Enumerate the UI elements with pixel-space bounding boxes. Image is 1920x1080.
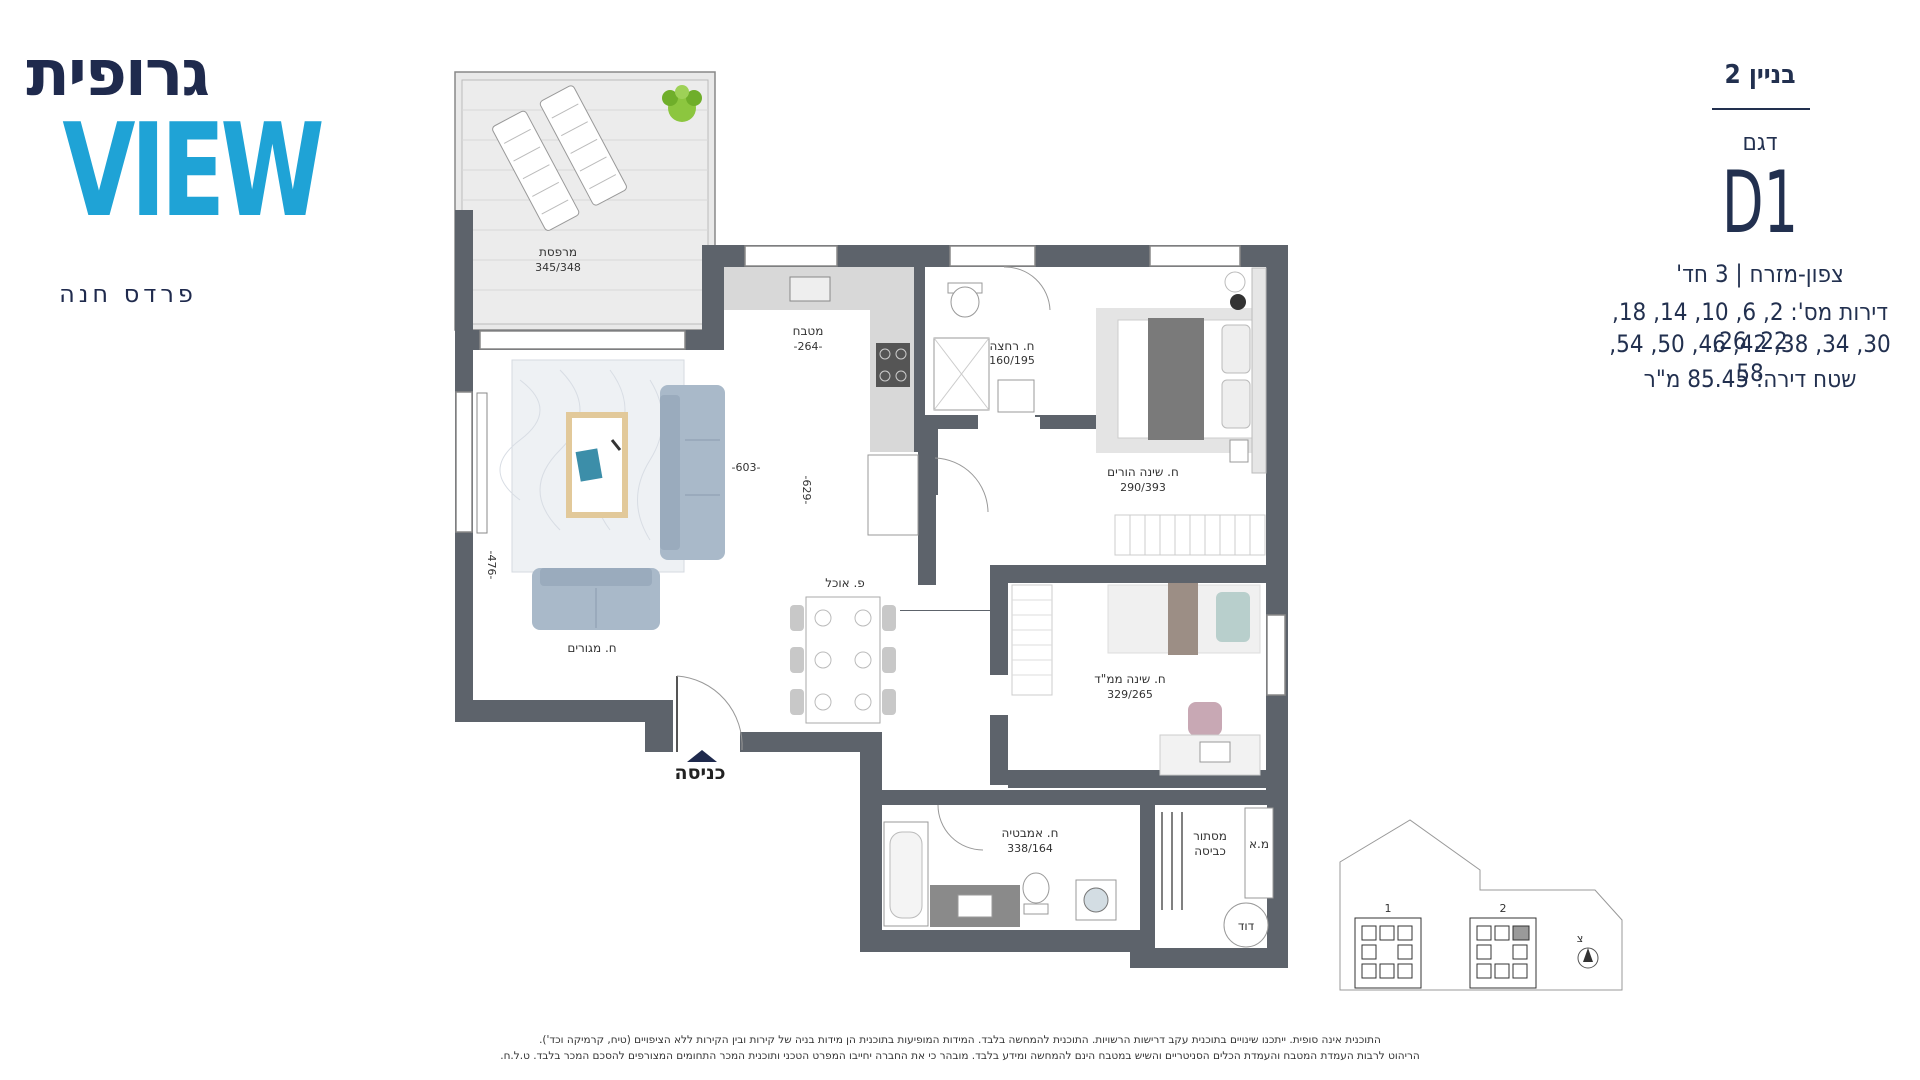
windows xyxy=(455,245,1286,696)
bathroom: ח. אמבטיה 338/164 xyxy=(882,804,1140,930)
shower-label: ח. רחצה xyxy=(989,339,1034,353)
logo-hebrew: גרופית xyxy=(26,37,210,111)
balcony: מרפסת 345/348 xyxy=(454,71,716,331)
dim-living-depth: -476- xyxy=(485,551,498,580)
safe-room-label: ח. שינה ממ"ד xyxy=(1094,672,1165,686)
building-label: בניין 2 xyxy=(1724,60,1796,90)
building-1-plan xyxy=(1354,917,1422,989)
apartment-area: שטח דירה: 85.45 מ"ר xyxy=(1643,365,1857,393)
toilet-icon xyxy=(1022,872,1050,915)
disclaimer-line-1: התוכנית אינה סופית. ייתכנו שינויים בתוכנ… xyxy=(539,1034,1381,1046)
tv-unit xyxy=(476,392,488,534)
coffee-table-icon xyxy=(566,412,628,518)
balcony-label: מרפסת xyxy=(539,245,577,259)
laundry-label-1: מסתור xyxy=(1193,829,1227,843)
safe-room-bedroom: ח. שינה ממ"ד 329/265 xyxy=(1011,583,1261,776)
apartments-line-1: דירות מס': 2, 6, 10, 14, 18, 22, 26, xyxy=(1611,298,1889,355)
entrance-door xyxy=(676,675,743,752)
bath-dims: 338/164 xyxy=(1007,842,1053,855)
key-plan: 1 2 צ xyxy=(1339,819,1623,991)
toilet-icon xyxy=(947,282,983,318)
master-dims: 290/393 xyxy=(1120,481,1166,494)
dining-label: פ. אוכל xyxy=(825,576,865,590)
keyplan-north: צ xyxy=(1577,932,1584,945)
boiler-label: דוד xyxy=(1238,919,1255,933)
kitchen-counter xyxy=(724,267,919,536)
ma-label: מ.א xyxy=(1249,837,1269,851)
shower-dims: 160/195 xyxy=(989,354,1035,367)
model-code: D1 xyxy=(1721,153,1799,253)
laundry-label-2: כביסה xyxy=(1194,844,1226,858)
kitchen-label: מטבח xyxy=(793,324,824,338)
building-2-plan xyxy=(1469,917,1537,989)
disclaimer-line-2: הריהוט לרבות העמדת המטבח והעמדת הכלים הס… xyxy=(500,1050,1420,1063)
living-room: ח. מגורים xyxy=(476,359,725,655)
info-divider xyxy=(1712,108,1810,110)
sofa-icon xyxy=(660,385,725,560)
dim-hall-depth: -629- xyxy=(800,476,813,505)
balcony-dims: 345/348 xyxy=(535,261,581,274)
master-bedroom: ח. שינה הורים 290/393 xyxy=(934,267,1267,556)
washing-machine-icon xyxy=(1075,879,1117,921)
model-label: דגם xyxy=(1742,128,1778,156)
safe-room-dims: 329/265 xyxy=(1107,688,1153,701)
chair-icon xyxy=(1188,702,1222,736)
shower-room: ח. רחצה 160/195 xyxy=(933,266,1053,415)
laundry-area: מסתור כביסה מ.א דוד xyxy=(1155,805,1274,948)
apartments-line-2: 30, 34, 38, 42, 46, 50, 54, 58 xyxy=(1609,330,1891,387)
keyplan-building-2: 2 xyxy=(1500,902,1507,915)
living-label: ח. מגורים xyxy=(567,641,616,655)
entrance-label: כניסה xyxy=(674,762,726,784)
entrance-arrow-icon xyxy=(687,750,717,762)
master-label: ח. שינה הורים xyxy=(1107,465,1179,479)
dining-table xyxy=(790,596,896,724)
stove-icon xyxy=(876,343,910,387)
north-arrow-icon xyxy=(1577,947,1599,969)
plant-icon xyxy=(662,85,702,122)
orientation-text: צפון-מזרח | 3 חד' xyxy=(1676,260,1844,288)
keyplan-building-1: 1 xyxy=(1385,902,1392,915)
sun-lounger-icon xyxy=(492,85,627,231)
kitchen-dims: -264- xyxy=(794,340,823,353)
armchair-icon xyxy=(532,568,660,630)
logo-city: פרדס חנה xyxy=(59,280,197,308)
disclaimer: התוכנית אינה סופית. ייתכנו שינויים בתוכנ… xyxy=(440,1032,1480,1065)
bath-label: ח. אמבטיה xyxy=(1002,826,1059,840)
dim-living-width: -603- xyxy=(732,461,761,474)
bathtub-icon xyxy=(883,821,929,927)
